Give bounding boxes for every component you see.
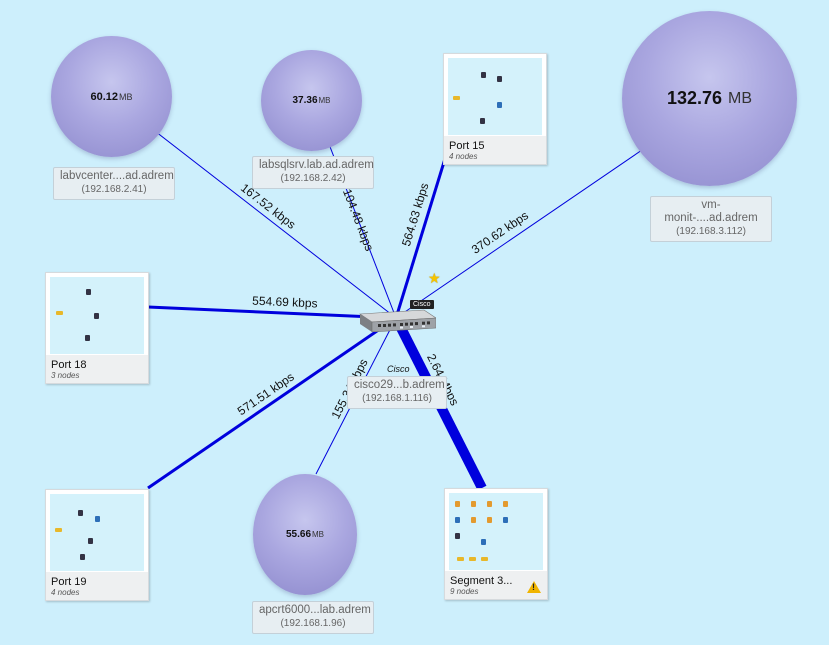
group-port15-thumbnail	[448, 58, 542, 135]
switch-ip: (192.168.1.116)	[362, 393, 432, 404]
node-apcrt-value: 55.66	[285, 529, 312, 540]
group-port19-footer: Port 19 4 nodes	[46, 572, 148, 600]
group-segment3[interactable]: Segment 3... 9 nodes !	[444, 488, 548, 600]
group-segment3-title: Segment 3...	[450, 575, 513, 587]
group-port19-count: 4 nodes	[51, 588, 80, 597]
node-vmmonit-name: vm-monit-....ad.adrem	[664, 199, 758, 224]
node-labsqlsrv-unit: MB	[318, 96, 331, 105]
group-port15-footer: Port 15 4 nodes	[444, 136, 546, 164]
group-port18-thumbnail	[50, 277, 144, 354]
group-segment3-thumbnail	[449, 493, 543, 570]
switch-icon[interactable]	[354, 308, 436, 332]
node-apcrt-unit: MB	[312, 530, 325, 539]
node-labsqlsrv-value: 37.36	[292, 95, 318, 106]
group-port15[interactable]: Port 15 4 nodes	[443, 53, 547, 165]
node-vmmonit-value: 132.76	[666, 88, 723, 108]
switch-name: cisco29...b.adrem	[354, 379, 445, 391]
node-labvcenter-name: labvcenter....ad.adrem	[60, 170, 174, 182]
link-port19[interactable]	[147, 316, 397, 490]
node-vmmonit-unit: MB	[728, 89, 753, 107]
node-apcrt-label[interactable]: apcrt6000...lab.adrem (192.168.1.96)	[252, 601, 374, 634]
warning-icon[interactable]: !	[527, 581, 541, 593]
group-port19-title: Port 19	[51, 576, 87, 588]
node-labvcenter-unit: MB	[119, 91, 133, 102]
node-vmmonit-ip: (192.168.3.112)	[676, 226, 746, 237]
node-labvcenter-label[interactable]: labvcenter....ad.adrem (192.168.2.41)	[53, 167, 175, 200]
node-labsqlsrv-name: labsqlsrv.lab.ad.adrem	[259, 159, 374, 171]
group-port18-footer: Port 18 3 nodes	[46, 355, 148, 383]
group-segment3-count: 9 nodes	[450, 587, 479, 596]
link-label-labsqlsrv: 104.48 kbps	[340, 187, 377, 253]
group-port15-count: 4 nodes	[449, 152, 478, 161]
group-port19-thumbnail	[50, 494, 144, 571]
node-apcrt-ip: (192.168.1.96)	[280, 618, 346, 629]
node-vmmonit-label[interactable]: vm-monit-....ad.adrem (192.168.3.112)	[650, 196, 772, 242]
vendor-tag: Cisco	[410, 300, 434, 309]
group-port18-title: Port 18	[51, 359, 87, 371]
node-labsqlsrv-label[interactable]: labsqlsrv.lab.ad.adrem (192.168.2.42)	[252, 156, 374, 189]
node-apcrt-name: apcrt6000...lab.adrem	[259, 604, 371, 616]
node-labsqlsrv-ip: (192.168.2.42)	[280, 173, 346, 184]
group-port15-title: Port 15	[449, 140, 485, 152]
vendor-name: Cisco	[387, 364, 410, 374]
link-vmmonit[interactable]	[395, 149, 643, 319]
link-label-port18: 554.69 kbps	[252, 294, 318, 311]
link-port18[interactable]	[147, 305, 397, 320]
node-labvcenter-value: 60.12	[90, 90, 119, 103]
switch-label[interactable]: cisco29...b.adrem (192.168.1.116)	[347, 376, 447, 409]
group-port18[interactable]: Port 18 3 nodes	[45, 272, 149, 384]
group-port18-count: 3 nodes	[51, 371, 80, 380]
star-icon[interactable]: ★	[428, 270, 441, 286]
group-port19[interactable]: Port 19 4 nodes	[45, 489, 149, 601]
warning-icon-glyph: !	[532, 582, 535, 592]
node-labvcenter-ip: (192.168.2.41)	[81, 184, 147, 195]
node-vmmonit[interactable]: 132.76 MB	[622, 11, 797, 186]
